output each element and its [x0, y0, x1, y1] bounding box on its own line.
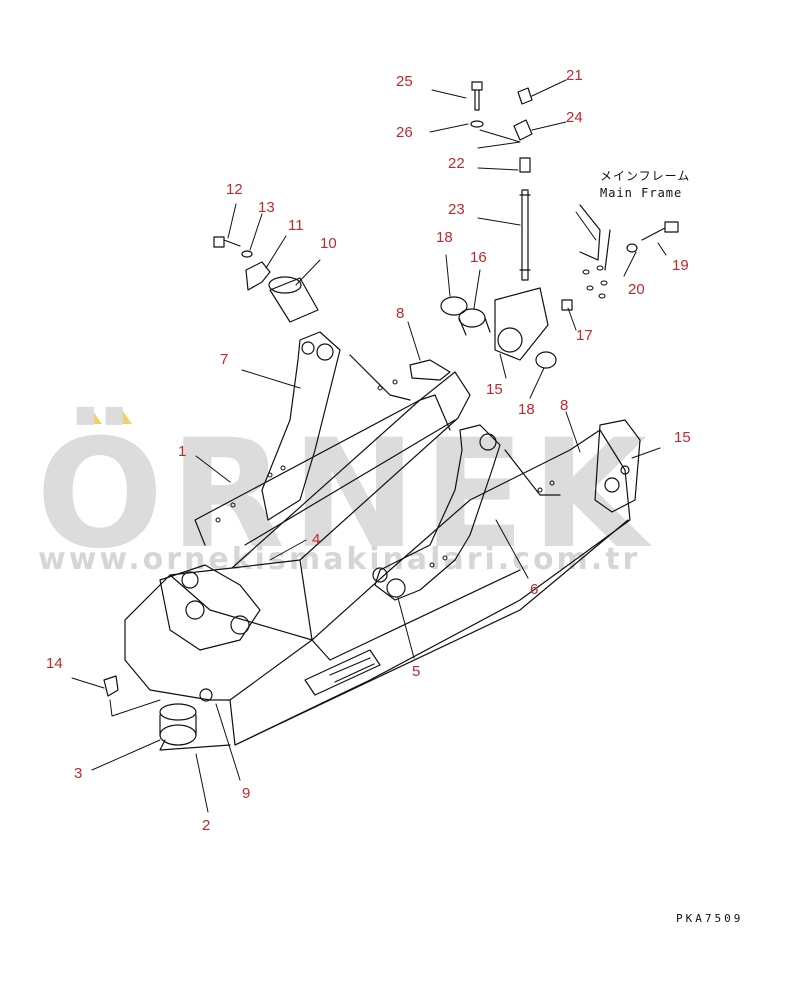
part-number-18-top: 18 — [436, 229, 453, 246]
part-labels: 25 21 26 24 22 23 12 13 11 10 18 16 19 2… — [46, 67, 691, 834]
part-number-8-right: 8 — [560, 397, 568, 414]
part-number-21: 21 — [566, 67, 583, 84]
part-number-11: 11 — [288, 217, 304, 234]
part-number-25: 25 — [396, 73, 413, 90]
part-number-19: 19 — [672, 257, 689, 274]
part-number-17: 17 — [576, 327, 593, 344]
part-number-8-left: 8 — [396, 305, 404, 322]
part-number-6: 6 — [530, 581, 538, 598]
part-number-18-bottom: 18 — [518, 401, 535, 418]
part-number-7: 7 — [220, 351, 228, 368]
main-frame-label-en: Main Frame — [600, 186, 683, 200]
part-number-20: 20 — [628, 281, 645, 298]
reference-code: PKA7509 — [676, 912, 744, 925]
part-number-12: 12 — [226, 181, 243, 198]
part-number-26: 26 — [396, 124, 413, 141]
part-number-4: 4 — [312, 531, 320, 548]
part-number-2: 2 — [202, 817, 210, 834]
part-number-3: 3 — [74, 765, 82, 782]
part-number-16: 16 — [470, 249, 487, 266]
part-number-5: 5 — [412, 663, 420, 680]
part-number-13: 13 — [258, 199, 275, 216]
exploded-parts — [103, 81, 679, 697]
part-number-10: 10 — [320, 235, 337, 252]
part-number-15-center: 15 — [486, 381, 503, 398]
part-number-23: 23 — [448, 201, 465, 218]
part-number-14: 14 — [46, 655, 63, 672]
part-number-24: 24 — [566, 109, 583, 126]
part-number-1: 1 — [178, 443, 186, 460]
part-number-22: 22 — [448, 155, 465, 172]
part-number-9: 9 — [242, 785, 250, 802]
track-frame-drawing — [124, 331, 641, 751]
main-frame-label-jp: メインフレーム — [600, 169, 691, 183]
part-number-15-right: 15 — [674, 429, 691, 446]
leader-lines — [71, 79, 667, 813]
